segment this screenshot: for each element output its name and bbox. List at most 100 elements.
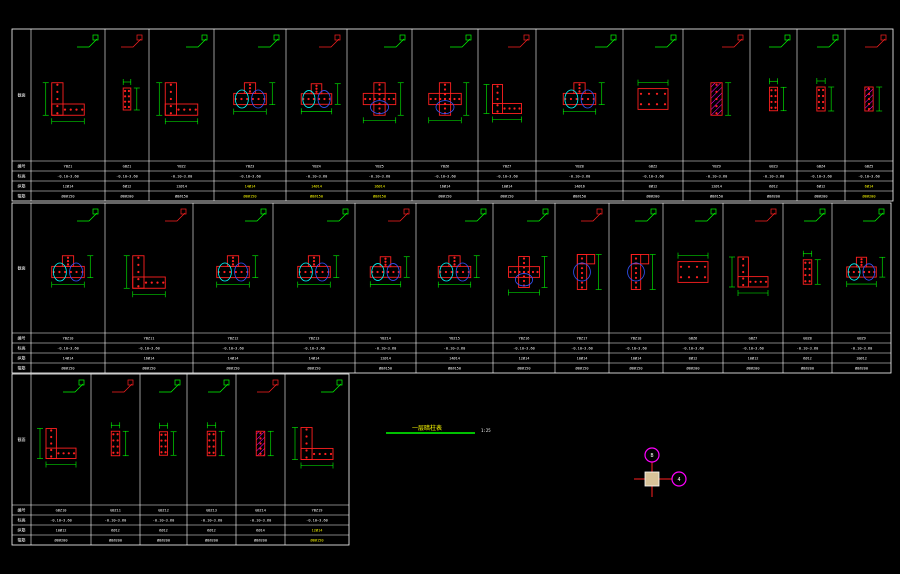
rebar-dot xyxy=(212,445,215,448)
rebar-dot xyxy=(116,451,119,454)
cell-long: 6Ø14 xyxy=(256,528,265,533)
cell-elev: -0.10~3.60 xyxy=(201,519,223,523)
cell-elev: -0.10~3.60 xyxy=(571,347,593,351)
rebar-dot xyxy=(513,107,516,110)
rebar-dot xyxy=(318,97,321,101)
rebar-dot xyxy=(639,103,643,106)
rebar-dot xyxy=(127,100,131,103)
section-outline xyxy=(164,103,199,116)
rebar-dot xyxy=(259,442,262,445)
cell-tie: Ø8@200 xyxy=(801,366,814,371)
leader-line xyxy=(165,212,186,222)
rebar-dot xyxy=(387,270,390,274)
rebar-dot xyxy=(687,276,691,279)
rebar-dot xyxy=(208,445,211,448)
rebar-dot xyxy=(259,447,262,450)
leader-tag xyxy=(670,34,677,41)
rebar-dot xyxy=(212,433,215,436)
row-header-section: 截面 xyxy=(18,92,26,98)
leader-tag xyxy=(180,208,187,215)
section-outline xyxy=(206,430,217,457)
leader-tag xyxy=(880,34,887,41)
row-header-id: 编号 xyxy=(18,163,26,169)
rebar-dot xyxy=(496,110,499,113)
rebar-dot xyxy=(429,97,432,101)
rebar-dot xyxy=(169,83,172,86)
rebar-dot xyxy=(137,263,140,266)
rebar-dot xyxy=(160,433,163,436)
rebar-dot xyxy=(169,112,172,115)
cell-tie: Ø8@200 xyxy=(647,194,660,199)
rebar-dot xyxy=(373,97,376,101)
leader-tag xyxy=(336,379,343,386)
leader-tag xyxy=(174,379,181,386)
leader-line xyxy=(508,38,529,48)
cell-tie: Ø8@150 xyxy=(630,366,643,371)
cell-tie: Ø8@200 xyxy=(815,194,828,199)
rebar-dot xyxy=(376,270,379,274)
cell-tie: Ø8@150 xyxy=(143,366,156,371)
leader-line xyxy=(186,38,207,48)
rebar-dot xyxy=(695,265,699,268)
rebar-dot xyxy=(857,270,861,274)
leader-tag xyxy=(403,208,410,215)
rebar-dot xyxy=(458,97,461,101)
rebar-dot xyxy=(312,97,315,101)
rebar-dot xyxy=(580,281,584,284)
rebar-dot xyxy=(248,90,252,93)
rebar-dot xyxy=(770,94,773,98)
rebar-dot xyxy=(817,94,821,98)
cell-tie: Ø8@150 xyxy=(308,366,321,371)
rebar-dot xyxy=(231,259,235,263)
rebar-dot xyxy=(764,280,768,283)
rebar-dot xyxy=(742,283,745,287)
leader-tag xyxy=(819,208,826,215)
rebar-dot xyxy=(127,105,131,109)
cell-tie: Ø8@150 xyxy=(501,194,514,199)
rebar-dot xyxy=(240,97,243,101)
rebar-dot xyxy=(231,256,235,259)
cell-long: 12Ø14 xyxy=(519,356,530,361)
tie-loop xyxy=(862,263,876,281)
drawing-title: 一层暗柱表 xyxy=(412,424,442,432)
section-outline xyxy=(45,447,77,459)
leader-tag xyxy=(710,208,717,215)
section-outline xyxy=(855,256,868,268)
rebar-dot xyxy=(162,281,165,284)
leader-tag xyxy=(737,34,744,41)
rebar-dot xyxy=(69,108,72,111)
rebar-dot xyxy=(578,83,581,86)
cell-elev: -0.10~3.60 xyxy=(369,175,391,179)
rebar-dot xyxy=(804,280,807,283)
rebar-dot xyxy=(66,256,70,259)
cell-long: 6Ø12 xyxy=(817,184,826,189)
cell-long: 6Ø12 xyxy=(207,528,216,533)
rebar-dot xyxy=(378,83,381,86)
section-outline xyxy=(61,255,75,267)
cell-id: YBZ19 xyxy=(312,509,323,513)
section-outline xyxy=(307,255,321,267)
cell-tie: Ø8@150 xyxy=(62,366,75,371)
cell-long: 16Ø14 xyxy=(440,184,451,189)
rebar-dot xyxy=(860,258,863,261)
section-outline xyxy=(132,276,166,289)
rebar-dot xyxy=(679,276,683,279)
cell-tie: Ø8@150 xyxy=(576,366,589,371)
cell-id: GBZ8 xyxy=(803,337,812,341)
rebar-dot xyxy=(508,107,511,110)
cell-elev: -0.10~3.60 xyxy=(303,347,325,351)
leader-tag xyxy=(523,34,530,41)
table-frame xyxy=(11,202,892,374)
rebar-dot xyxy=(50,455,53,458)
rebar-dot xyxy=(808,280,811,283)
leader-line xyxy=(722,38,743,48)
tie-loop xyxy=(580,89,595,109)
